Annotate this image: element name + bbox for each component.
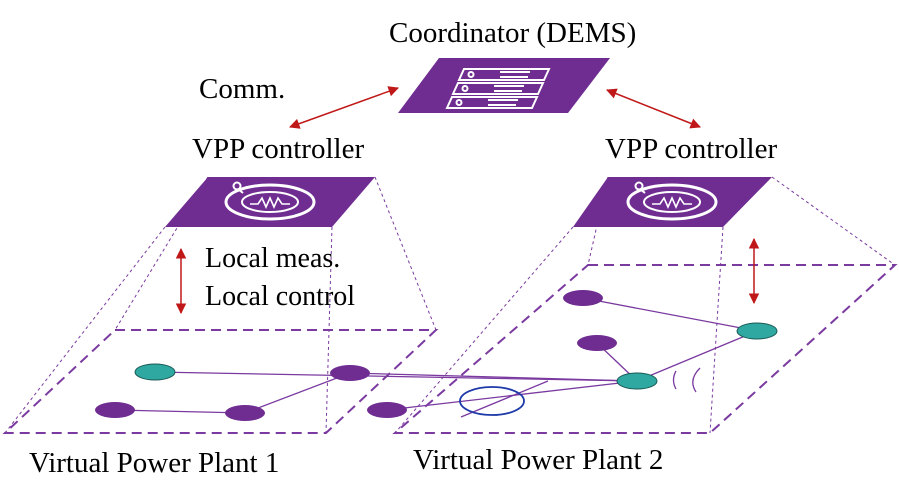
meter-icon [626, 181, 718, 221]
node-teal [616, 372, 658, 390]
coordinator-server [398, 58, 610, 113]
local-meas-label: Local meas. [205, 243, 341, 274]
vpp1-plane [2, 329, 439, 434]
comm-arrows [175, 86, 760, 315]
vpp2-plant-label: Virtual Power Plant 2 [413, 444, 664, 476]
network-lines [114, 297, 758, 418]
local-control-label: Local control [205, 281, 356, 312]
vpp1-controller-label: VPP controller [192, 133, 365, 165]
phase-shifter-icon [459, 386, 525, 416]
meter-icon [224, 181, 316, 221]
node-purple [225, 405, 265, 421]
node-purple [95, 402, 135, 418]
coordinator-label: Coordinator (DEMS) [389, 17, 637, 49]
comm-label: Comm. [199, 73, 286, 105]
node-teal [736, 322, 778, 340]
comm-arrow-left [289, 86, 399, 129]
node-purple [330, 365, 370, 381]
network-nodes [95, 290, 778, 421]
node-purple [577, 335, 617, 351]
vpp2-frustum [394, 176, 896, 434]
comm-arrow-right [606, 88, 701, 129]
vpp2-controller-tile [573, 177, 772, 227]
vpp1-plant-label: Virtual Power Plant 1 [29, 447, 280, 479]
vpp1-controller-tile [165, 177, 375, 227]
vpp2-plane [392, 264, 898, 434]
node-teal [134, 363, 176, 381]
server-icon [445, 68, 551, 109]
node-purple [367, 402, 407, 418]
node-purple [563, 290, 603, 306]
vpp2-controller-label: VPP controller [605, 133, 778, 165]
